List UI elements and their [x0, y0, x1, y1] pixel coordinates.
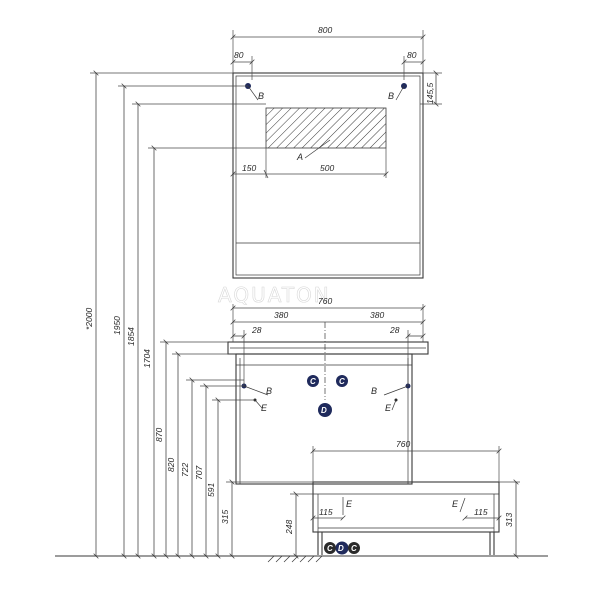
label-b-vanity-left: B	[266, 386, 272, 396]
label-a: A	[296, 152, 303, 162]
vanity-body	[235, 353, 413, 485]
label-b-mirror-right: B	[388, 91, 394, 101]
dim-text-light-offset: 150	[242, 163, 256, 173]
label-e-vanity-left: E	[261, 403, 268, 413]
cabinet-body	[312, 481, 500, 533]
label-e-vanity-right: E	[385, 403, 392, 413]
mirror-view: B B A 800 80 80 145,5 150 500	[233, 25, 442, 279]
marker-c-label: C	[327, 544, 333, 553]
dim-text-vanity-width: 760	[318, 296, 332, 306]
dim-text-707: 707	[194, 466, 204, 480]
marker-d-label: D	[338, 544, 344, 553]
dim-text-cabinet-width: 760	[396, 439, 410, 449]
dim-text-1950: 1950	[112, 316, 122, 335]
leader-line	[304, 139, 331, 159]
dim-text-820: 820	[166, 458, 176, 472]
label-b-mirror-left: B	[258, 91, 264, 101]
dim-text-cabinet-height: 313	[504, 513, 514, 527]
label-e-cabinet-right: E	[452, 499, 459, 509]
label-e-cabinet-left: E	[346, 499, 353, 509]
marker-c-label: C	[351, 544, 357, 553]
marker-c-icon	[307, 375, 319, 387]
dim-text-mirror-width: 800	[318, 25, 332, 35]
leader-line	[247, 85, 259, 101]
dim-text-cabinet-inset-right: 115	[474, 507, 488, 517]
dim-text-2000: *2000	[84, 308, 94, 330]
leader-line	[395, 85, 405, 101]
dim-text-cabinet-inset-left: 115	[319, 507, 333, 517]
dim-text-870: 870	[154, 428, 164, 442]
marker-d-label: D	[321, 406, 327, 415]
marker-c-icon	[348, 542, 360, 554]
marker-d-icon	[335, 541, 349, 555]
dim-text-1704: 1704	[142, 349, 152, 368]
height-dimensions: *2000 1950 1854 1704 870 820 722 707 591…	[84, 73, 313, 556]
marker-c-icon	[324, 542, 336, 554]
marker-c-label: C	[339, 377, 345, 386]
marker-d-icon	[318, 403, 332, 417]
dim-text-1854: 1854	[126, 327, 136, 346]
floor	[55, 555, 548, 563]
dim-text-315: 315	[220, 510, 230, 524]
label-b-vanity-right: B	[371, 386, 377, 396]
dim-text-leg-height: 248	[284, 520, 294, 535]
dim-text-inset-right: 28	[389, 325, 400, 335]
dim-text-591: 591	[206, 483, 216, 497]
marker-c-icon	[336, 375, 348, 387]
watermark-logo: AQUATON	[218, 283, 331, 307]
dim-text-light-width: 500	[320, 163, 334, 173]
vanity-view: B B E E C C D 760 380 380 28 28	[227, 296, 429, 485]
marker-c-label: C	[310, 377, 316, 386]
dim-text-side-left: 80	[234, 50, 244, 60]
mirror-inner-frame	[235, 75, 421, 276]
mirror-light-panel	[265, 107, 387, 149]
dim-text-722: 722	[180, 463, 190, 477]
dim-text-side-right: 80	[407, 50, 417, 60]
dim-text-half-left: 380	[274, 310, 288, 320]
dim-text-top-offset: 145,5	[425, 82, 435, 104]
floor-cabinet-view: E E 760 115 115 248 313 C D C	[284, 439, 520, 556]
dim-text-half-right: 380	[370, 310, 384, 320]
dim-text-inset-left: 28	[251, 325, 262, 335]
